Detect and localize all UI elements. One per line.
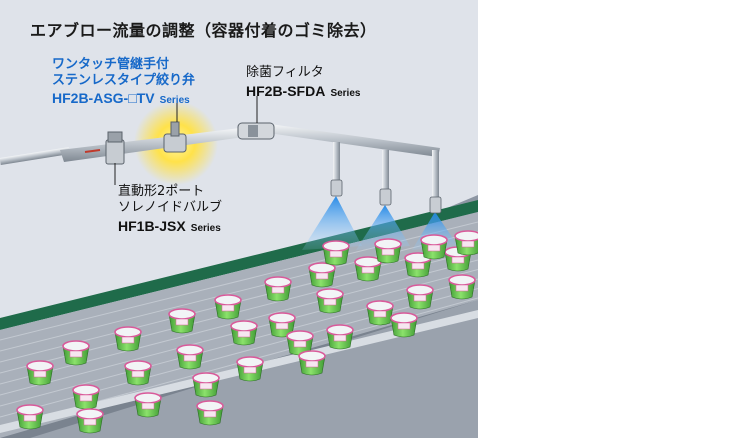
cup-icon bbox=[236, 356, 264, 382]
valve-model-row: HF2B-ASG-□TV Series bbox=[52, 89, 190, 107]
cup-icon bbox=[298, 350, 326, 376]
illustration-panel: エアブロー流量の調整（容器付着のゴミ除去） ワンタッチ管継手付 ステンレスタイプ… bbox=[0, 0, 478, 438]
cup-icon bbox=[268, 312, 296, 338]
cup-icon bbox=[72, 384, 100, 410]
cup-icon bbox=[176, 344, 204, 370]
cup-icon bbox=[114, 326, 142, 352]
solenoid-valve-icon bbox=[84, 131, 125, 165]
air-spray-1 bbox=[302, 196, 362, 250]
air-spray-2 bbox=[356, 205, 410, 250]
filter-label: 除菌フィルタ bbox=[246, 65, 324, 80]
solenoid-label-line2: ソレノイドバルブ bbox=[118, 200, 223, 215]
cup-icon bbox=[134, 392, 162, 418]
page-title: エアブロー流量の調整（容器付着のゴミ除去） bbox=[30, 21, 377, 40]
filter-icon bbox=[237, 122, 275, 140]
cup-icon bbox=[326, 324, 354, 350]
cup-icon bbox=[76, 408, 104, 434]
cup-icon bbox=[322, 240, 350, 266]
cup-icon bbox=[286, 330, 314, 356]
cup-icon bbox=[390, 312, 418, 338]
air-line-inlet bbox=[0, 147, 70, 165]
cup-icon bbox=[454, 230, 478, 256]
drop-pipe-2 bbox=[382, 150, 389, 190]
cup-icon bbox=[354, 256, 382, 282]
valve-series: Series bbox=[159, 95, 190, 106]
container-cups bbox=[16, 230, 478, 434]
cup-icon bbox=[26, 360, 54, 386]
solenoid-model-row: HF1B-JSX Series bbox=[118, 217, 221, 235]
cup-icon bbox=[308, 262, 336, 288]
filter-series: Series bbox=[330, 88, 361, 99]
spray-nozzle-icon bbox=[330, 179, 442, 214]
solenoid-series: Series bbox=[190, 223, 221, 234]
cup-icon bbox=[264, 276, 292, 302]
cup-icon bbox=[16, 404, 44, 430]
drop-pipe-1 bbox=[333, 142, 340, 182]
cup-icon bbox=[168, 308, 196, 334]
cup-icon bbox=[448, 274, 476, 300]
cup-icon bbox=[192, 372, 220, 398]
filter-model: HF2B-SFDA bbox=[246, 83, 326, 99]
cup-icon bbox=[62, 340, 90, 366]
drop-pipe-3 bbox=[432, 150, 439, 198]
filter-model-row: HF2B-SFDA Series bbox=[246, 82, 360, 100]
cup-icon bbox=[214, 294, 242, 320]
valve-icon bbox=[163, 121, 187, 153]
cup-icon bbox=[196, 400, 224, 426]
valve-model: HF2B-ASG-□TV bbox=[52, 90, 155, 106]
valve-label-line1: ワンタッチ管継手付 bbox=[52, 57, 170, 72]
solenoid-model: HF1B-JSX bbox=[118, 218, 186, 234]
cup-icon bbox=[316, 288, 344, 314]
conveyor-rail bbox=[0, 200, 478, 330]
conveyor-illustration bbox=[0, 96, 478, 438]
cup-icon bbox=[374, 238, 402, 264]
cup-icon bbox=[406, 284, 434, 310]
cup-icon bbox=[124, 360, 152, 386]
header-pipe bbox=[268, 124, 440, 157]
cup-icon bbox=[366, 300, 394, 326]
cup-icon bbox=[230, 320, 258, 346]
solenoid-label-line1: 直動形2ポート bbox=[118, 184, 205, 199]
valve-label-line2: ステンレスタイプ絞り弁 bbox=[52, 73, 196, 88]
cup-icon bbox=[420, 234, 448, 260]
